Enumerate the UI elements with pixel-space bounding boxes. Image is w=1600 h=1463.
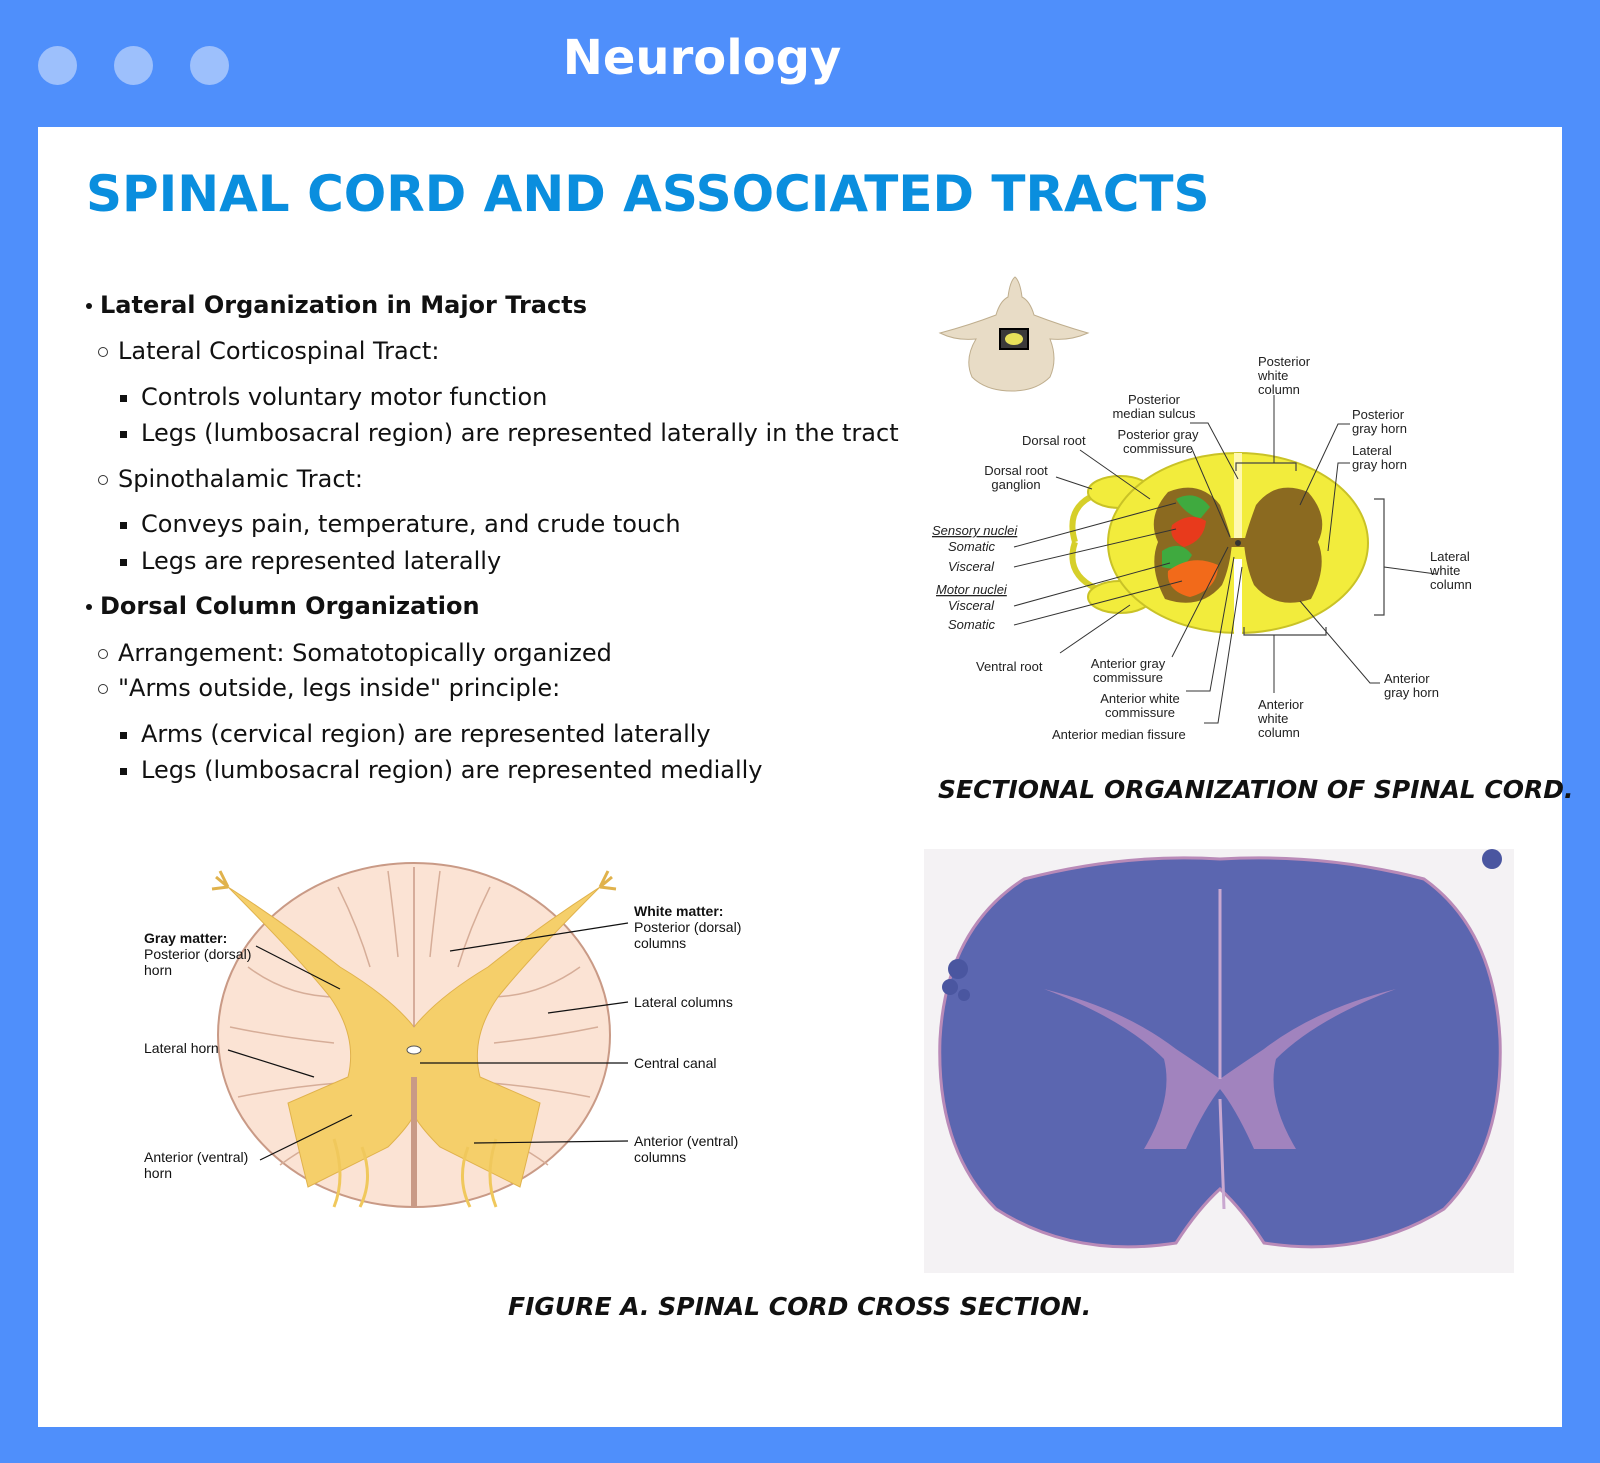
label-white-matter: White matter: (634, 903, 723, 919)
subsection-label: Spinothalamic Tract: (98, 465, 363, 493)
cross-section-diagram: Gray matter: Posterior (dorsal)horn Late… (144, 862, 741, 1208)
list-item: Legs (lumbosacral region) are represente… (120, 419, 899, 447)
circle-bullet-icon (98, 684, 108, 694)
list-item: Legs (lumbosacral region) are represente… (120, 756, 763, 784)
bullet-icon (86, 604, 92, 610)
content-card: SPINAL CORD AND ASSOCIATED TRACTS Latera… (38, 127, 1574, 1427)
label-sensory-nuclei: Sensory nuclei (932, 523, 1018, 538)
label-ventral-root: Ventral root (976, 659, 1043, 674)
leader-lines (227, 922, 629, 1161)
label-lateral-horn: Lateral horn (144, 1040, 219, 1056)
square-bullet-icon (120, 521, 127, 529)
histology-image (924, 849, 1514, 1273)
label-motor-nuclei: Motor nuclei (936, 582, 1008, 597)
window-titlebar: Neurology (0, 0, 1600, 127)
label-motor-visceral: Visceral (948, 598, 995, 613)
window-title: Neurology (562, 30, 842, 86)
list-item: Legs are represented laterally (120, 547, 501, 575)
square-bullet-icon (120, 558, 127, 566)
square-bullet-icon (120, 731, 127, 739)
circle-bullet-icon (98, 649, 108, 659)
label-dorsal-root: Dorsal root (1022, 433, 1086, 448)
label-sensory-somatic: Somatic (948, 539, 995, 554)
figure-bottom-caption: FIGURE A. SPINAL CORD CROSS SECTION. (508, 1292, 1092, 1321)
circle-bullet-icon (98, 475, 108, 485)
label-anterior-median-fissure: Anterior median fissure (1052, 727, 1186, 742)
window-minimize-button[interactable] (114, 46, 153, 85)
figure-top-caption: SECTIONAL ORGANIZATION OF SPINAL CORD. (938, 775, 1574, 804)
list-item: Controls voluntary motor function (120, 383, 547, 411)
cord-illustration (211, 862, 617, 1208)
square-bullet-icon (120, 767, 127, 775)
subsection-label: Lateral Corticospinal Tract: (98, 337, 439, 365)
label-posterior-columns: Posterior (dorsal)columns (634, 919, 741, 951)
circle-bullet-icon (98, 347, 108, 357)
label-anterior-horn: Anterior (ventral)horn (144, 1149, 248, 1181)
window-close-button[interactable] (38, 46, 77, 85)
vertebra-icon (938, 276, 1090, 392)
subsection-label: Arrangement: Somatotopically organized (98, 639, 612, 667)
label-central-canal: Central canal (634, 1055, 717, 1071)
label-gray-matter: Gray matter: (144, 930, 227, 946)
section-heading: Dorsal Column Organization (86, 592, 480, 620)
window-maximize-button[interactable] (190, 46, 229, 85)
list-item: Conveys pain, temperature, and crude tou… (120, 510, 681, 538)
leader-lines (1013, 395, 1437, 724)
label-motor-somatic: Somatic (948, 617, 995, 632)
label-anterior-columns: Anterior (ventral)columns (634, 1133, 738, 1165)
section-heading: Lateral Organization in Major Tracts (86, 291, 587, 319)
spinal-cord-section (1069, 452, 1385, 636)
subsection-label: "Arms outside, legs inside" principle: (98, 674, 560, 702)
label-lateral-columns: Lateral columns (634, 994, 733, 1010)
square-bullet-icon (120, 394, 127, 402)
label-posterior-horn: Posterior (dorsal)horn (144, 946, 251, 978)
list-item: Arms (cervical region) are represented l… (120, 720, 711, 748)
square-bullet-icon (120, 430, 127, 438)
bullet-icon (86, 303, 92, 309)
page-title: SPINAL CORD AND ASSOCIATED TRACTS (86, 165, 1210, 223)
label-sensory-visceral: Visceral (948, 559, 995, 574)
